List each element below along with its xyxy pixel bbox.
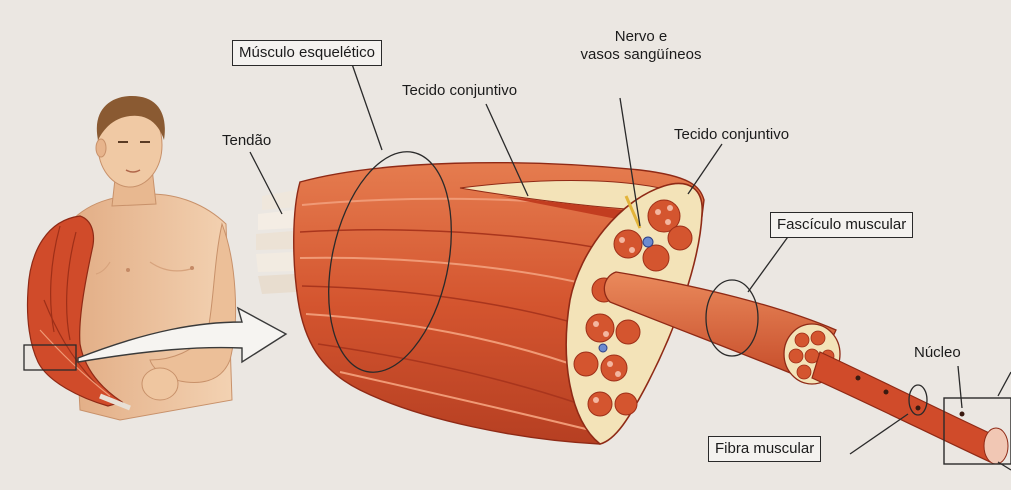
label-tecido-conjuntivo-1: Tecido conjuntivo [402, 82, 517, 100]
label-fasciculo-muscular: Fascículo muscular [770, 212, 913, 238]
fist [142, 368, 178, 400]
nerve-vessel [643, 237, 653, 247]
label-nervo-vasos: Nervo e vasos sangüíneos [566, 28, 716, 64]
label-nucleo: Núcleo [914, 344, 961, 362]
label-nervo-line1: Nervo e [566, 28, 716, 46]
label-nervo-line2: vasos sangüíneos [566, 46, 716, 64]
label-musculo-esqueletico: Músculo esquelético [232, 40, 382, 66]
label-tendao: Tendão [222, 132, 271, 150]
label-tecido-conjuntivo-2: Tecido conjuntivo [674, 126, 789, 144]
human-figure [24, 96, 236, 420]
label-fibra-muscular: Fibra muscular [708, 436, 821, 462]
